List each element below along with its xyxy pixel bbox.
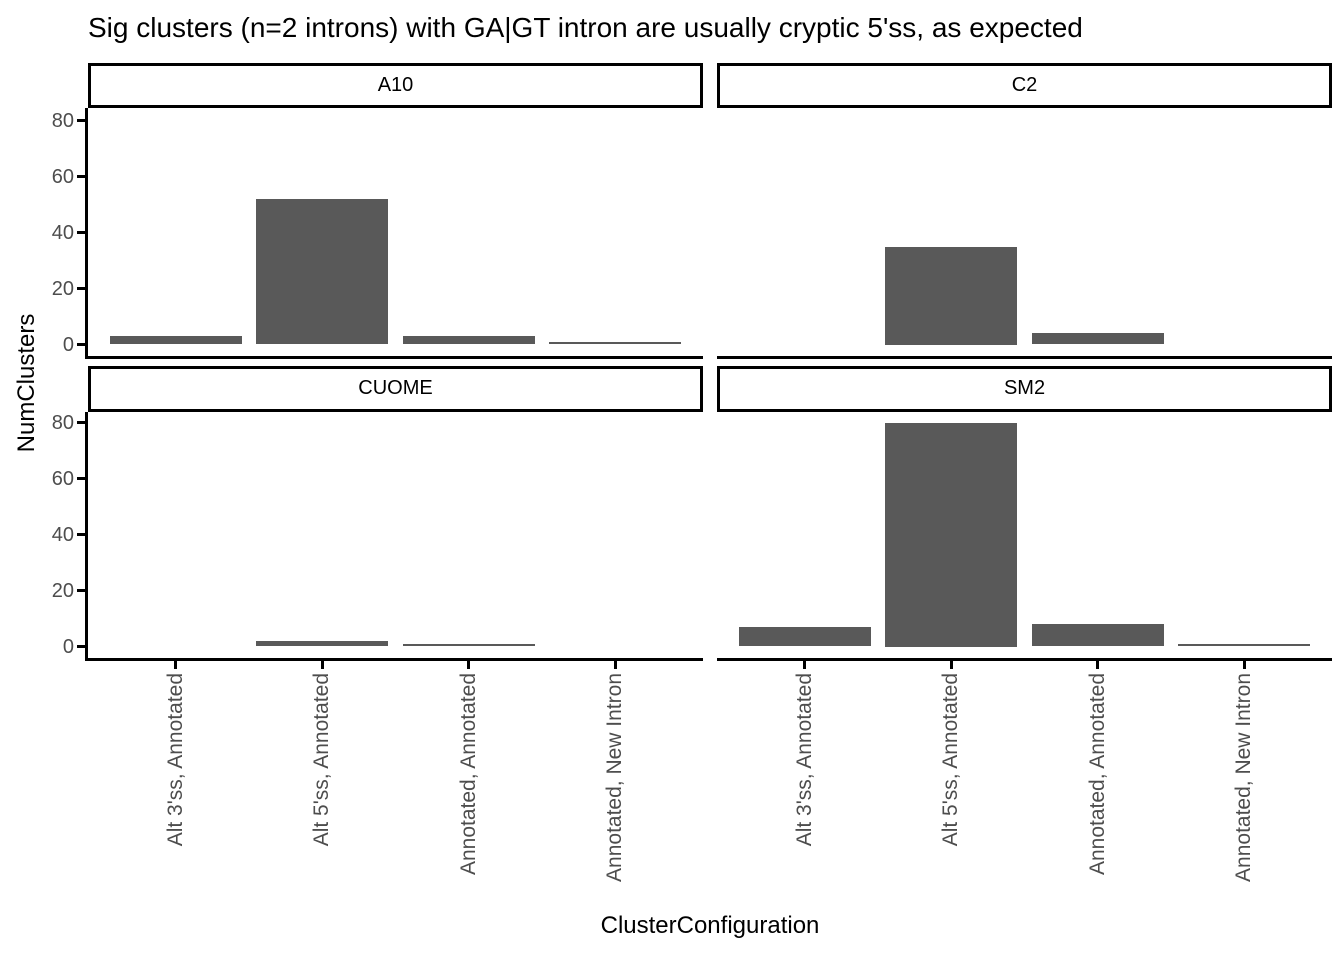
- bar: [256, 198, 389, 345]
- y-tick: [77, 231, 85, 234]
- y-axis-line: [85, 412, 88, 661]
- y-tick-label: 20: [51, 579, 74, 602]
- bar: [549, 341, 682, 345]
- y-tick: [77, 421, 85, 424]
- y-tick-label: 0: [62, 635, 74, 658]
- y-tick-label: 60: [51, 165, 74, 188]
- x-tick: [1096, 661, 1100, 669]
- chart-title: Sig clusters (n=2 introns) with GA|GT in…: [88, 12, 1083, 43]
- bar: [1031, 333, 1164, 345]
- x-tick: [467, 661, 471, 669]
- y-tick-label: 80: [51, 411, 74, 434]
- x-tick-label-text: Alt 5'ss, Annotated: [939, 673, 963, 847]
- bar: [256, 640, 389, 647]
- y-tick: [77, 175, 85, 178]
- bar: [885, 422, 1018, 647]
- y-tick-label: 0: [62, 333, 74, 356]
- facet-strip-label: C2: [1011, 74, 1038, 96]
- facet-strip-label: SM2: [1003, 377, 1046, 399]
- bar: [110, 336, 242, 345]
- x-tick-label-text: Alt 3'ss, Annotated: [792, 673, 816, 847]
- x-tick-label-text: Alt 5'ss, Annotated: [310, 673, 334, 847]
- y-tick: [77, 119, 85, 122]
- x-tick: [613, 661, 617, 669]
- bar: [885, 246, 1018, 345]
- y-tick-label: 40: [51, 221, 74, 244]
- y-tick-label: 40: [51, 523, 74, 546]
- x-axis-line: [85, 658, 703, 661]
- y-axis-line: [85, 108, 88, 359]
- x-axis-line: [717, 356, 1332, 359]
- facet-strip: SM2: [717, 366, 1332, 412]
- x-tick-label-text: Annotated, Annotated: [456, 673, 480, 876]
- y-tick: [77, 533, 85, 536]
- facet-strip: CUOME: [88, 366, 703, 412]
- x-tick-label-text: Annotated, New Intron: [1232, 673, 1256, 882]
- x-tick: [174, 661, 178, 669]
- y-tick: [77, 287, 85, 290]
- bar: [1031, 624, 1164, 647]
- x-axis-line: [717, 658, 1332, 661]
- x-axis-title: ClusterConfiguration: [600, 912, 820, 939]
- y-tick: [77, 645, 85, 648]
- facet-strip: C2: [717, 63, 1332, 108]
- x-tick-label-text: Alt 3'ss, Annotated: [163, 673, 187, 847]
- x-tick: [1242, 661, 1246, 669]
- y-tick-label: 20: [51, 277, 74, 300]
- x-axis-line: [85, 356, 703, 359]
- x-tick-label-text: Annotated, Annotated: [1085, 673, 1109, 876]
- y-tick: [77, 343, 85, 346]
- facet-strip-label: A10: [377, 74, 414, 96]
- bar: [1178, 643, 1311, 647]
- facet-strip-label: CUOME: [358, 377, 433, 399]
- bar: [402, 643, 535, 647]
- x-tick: [803, 661, 807, 669]
- y-tick-label: 80: [51, 109, 74, 132]
- x-tick-label-text: Annotated, New Intron: [603, 673, 627, 882]
- y-tick: [77, 477, 85, 480]
- bar: [739, 626, 871, 647]
- bar: [402, 336, 535, 345]
- x-tick: [949, 661, 953, 669]
- facet-strip: A10: [88, 63, 703, 108]
- y-tick: [77, 589, 85, 592]
- y-tick-label: 60: [51, 467, 74, 490]
- x-tick: [320, 661, 324, 669]
